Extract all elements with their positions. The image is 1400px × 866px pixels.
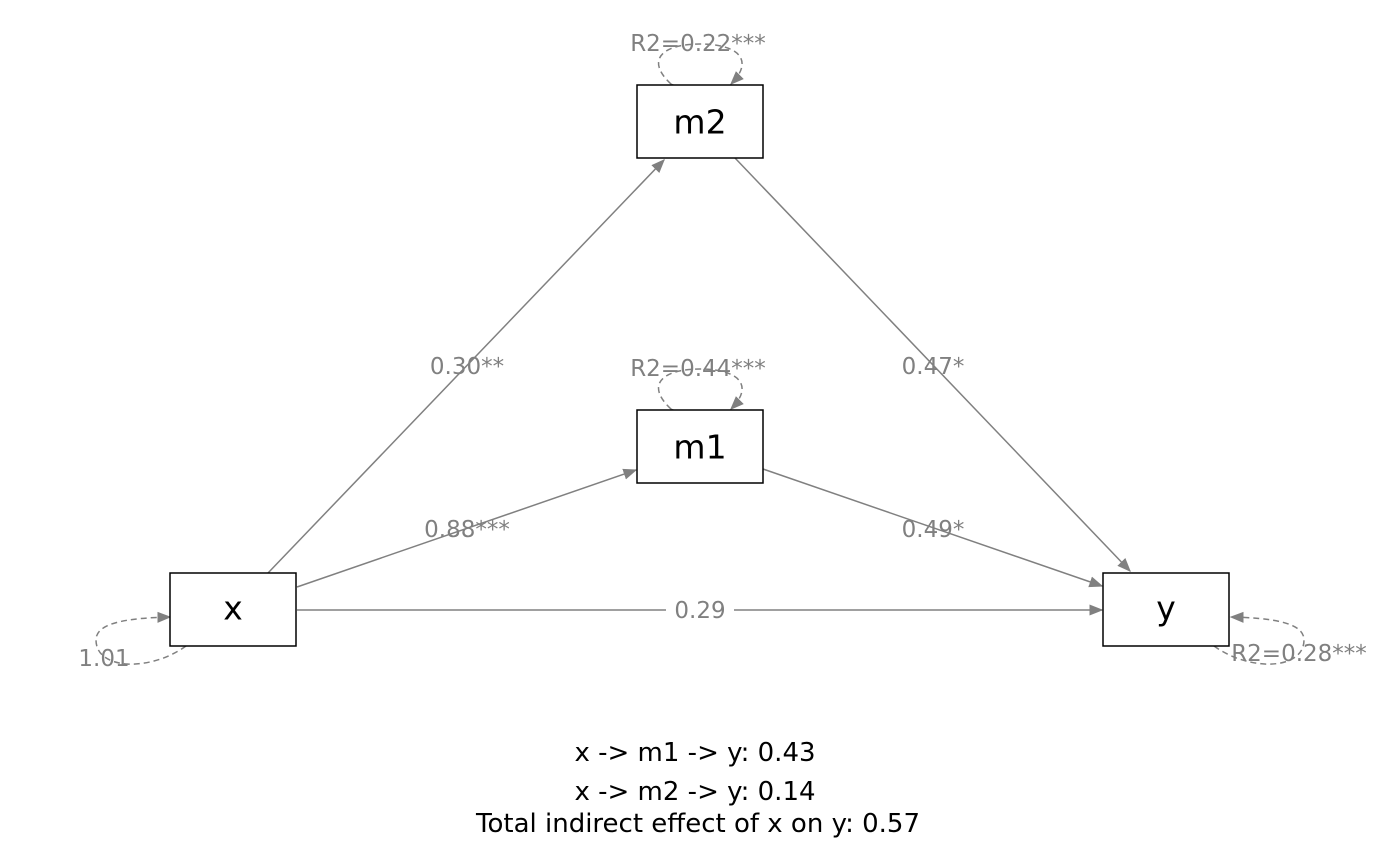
total-indirect-effect: Total indirect effect of x on y: 0.57 [475, 809, 920, 839]
label-variance-x: 1.01 [78, 646, 129, 672]
label-m1-to-y: 0.49* [902, 517, 965, 543]
label-x-to-y: 0.29 [674, 598, 725, 624]
variance-loop-x [95, 611, 187, 665]
indirect-effect-m1: x -> m1 -> y: 0.43 [574, 738, 815, 768]
node-y: y [1102, 572, 1230, 647]
node-m2-label: m2 [673, 103, 726, 142]
label-r2-y: R2=0.28*** [1231, 641, 1367, 667]
node-m1-label: m1 [673, 428, 726, 467]
node-x-label: x [223, 589, 243, 628]
label-m2-to-y: 0.47* [902, 354, 965, 380]
variance-loops [95, 43, 1305, 665]
regression-paths [267, 157, 1131, 616]
node-y-box [1102, 572, 1230, 647]
path-x-to-m1 [296, 468, 638, 588]
node-x: x [169, 572, 297, 647]
indirect-effects-summary: x -> m1 -> y: 0.43 x -> m2 -> y: 0.14 To… [475, 738, 920, 839]
indirect-effect-m2: x -> m2 -> y: 0.14 [574, 777, 815, 807]
variance-loop-m1 [657, 368, 744, 422]
path-m2-to-y [734, 157, 1131, 573]
label-x-to-m2: 0.30** [430, 354, 504, 380]
path-labels: 0.30** 0.47* 0.88*** 0.49* 0.29 [424, 354, 964, 625]
path-m1-to-y [762, 468, 1104, 588]
variance-loop-y [1213, 611, 1305, 665]
node-m2: m2 [636, 84, 764, 159]
label-r2-m1: R2=0.44*** [630, 356, 766, 382]
node-m1: m1 [636, 409, 764, 484]
variance-labels: R2=0.22*** R2=0.44*** 1.01 R2=0.28*** [78, 31, 1366, 672]
node-m1-box [636, 409, 764, 484]
label-x-to-m1: 0.88*** [424, 517, 510, 543]
variance-loop-m2 [657, 43, 744, 97]
label-r2-m2: R2=0.22*** [630, 31, 766, 57]
label-x-to-y-background [666, 595, 734, 625]
node-y-label: y [1156, 589, 1176, 628]
path-x-to-m2 [267, 158, 665, 574]
node-x-box [169, 572, 297, 647]
node-m2-box [636, 84, 764, 159]
